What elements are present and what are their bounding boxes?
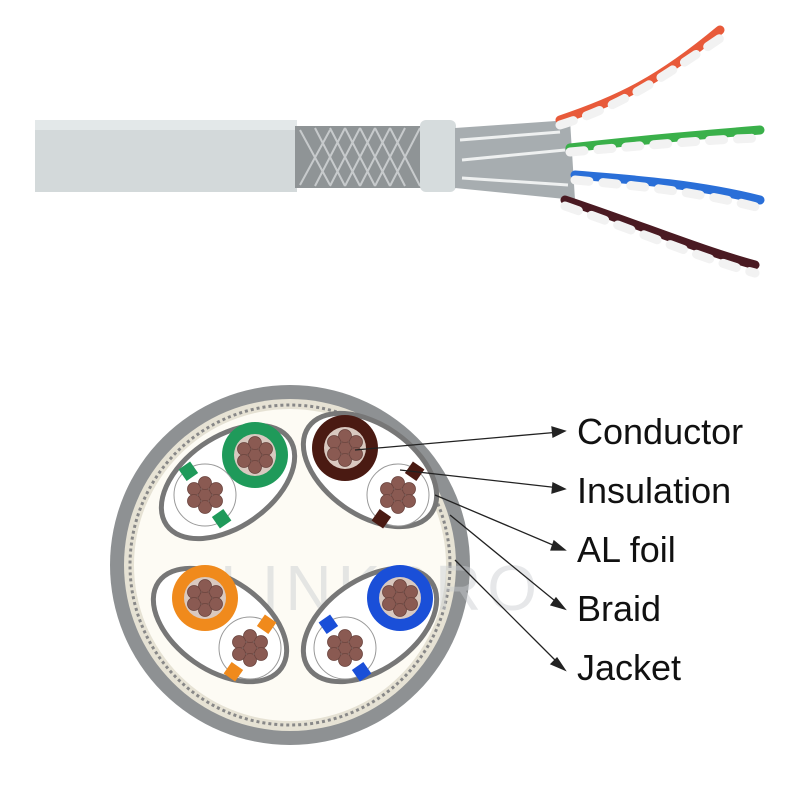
conductor-strand xyxy=(349,647,363,661)
conductor-strand xyxy=(382,585,396,599)
conductor-strand xyxy=(349,447,363,461)
leader-lines xyxy=(354,426,567,672)
conductor-strand xyxy=(349,435,363,449)
conductor-strand xyxy=(327,447,341,461)
conductor-strand xyxy=(338,429,352,443)
conductor-strand xyxy=(209,482,223,496)
conductor-strand xyxy=(402,482,416,496)
conductor-strand xyxy=(393,603,407,617)
conductor-strand xyxy=(391,500,405,514)
pair-orange xyxy=(150,565,290,685)
conductor-strand xyxy=(259,442,273,456)
conductor-strand xyxy=(393,579,407,593)
pair-green xyxy=(158,422,298,542)
cable-cross-section: LINKPRO xyxy=(110,385,537,745)
label-braid: Braid xyxy=(577,588,662,629)
conductor-strand xyxy=(198,603,212,617)
conductor-strand xyxy=(338,629,352,643)
conductor-strand xyxy=(248,460,262,474)
conductor-strand xyxy=(187,494,201,508)
conductor-strand xyxy=(391,476,405,490)
conductor-strand xyxy=(187,585,201,599)
conductor-strand xyxy=(338,453,352,467)
conductor-strand xyxy=(209,494,223,508)
conductor-strand xyxy=(198,476,212,490)
conductor-strand xyxy=(254,647,268,661)
conductor-strand xyxy=(327,647,341,661)
conductor-strand xyxy=(327,435,341,449)
conductor-strand xyxy=(259,454,273,468)
conductor-strand xyxy=(404,585,418,599)
conductor-strand xyxy=(402,494,416,508)
conductor-strand xyxy=(380,482,394,496)
label-insulation: Insulation xyxy=(577,470,732,511)
outer-jacket xyxy=(35,120,297,192)
conductor-strand xyxy=(232,635,246,649)
conductor-strand xyxy=(187,597,201,611)
conductor-strand xyxy=(187,482,201,496)
conductor-strand xyxy=(382,597,396,611)
label-conductor: Conductor xyxy=(577,411,744,452)
pair-blue xyxy=(300,565,440,685)
jacket-ring xyxy=(420,120,456,192)
cable-side-view xyxy=(35,25,765,278)
conductor-strand xyxy=(198,579,212,593)
conductor-strand xyxy=(243,653,257,667)
pair-brown xyxy=(300,410,440,530)
conductor-strand xyxy=(380,494,394,508)
conductor-strand xyxy=(209,585,223,599)
conductor-strand xyxy=(209,597,223,611)
conductor-strand xyxy=(349,635,363,649)
conductor-strand xyxy=(237,442,251,456)
conductor-strand xyxy=(243,629,257,643)
conductor-strand xyxy=(404,597,418,611)
conductor-strand xyxy=(327,635,341,649)
conductor-strand xyxy=(232,647,246,661)
conductor-strand xyxy=(254,635,268,649)
conductor-strand xyxy=(237,454,251,468)
label-al-foil: AL foil xyxy=(577,529,676,570)
conductor-strand xyxy=(198,500,212,514)
label-jacket: Jacket xyxy=(577,647,682,688)
conductor-strand xyxy=(338,653,352,667)
conductor-strand xyxy=(248,436,262,450)
